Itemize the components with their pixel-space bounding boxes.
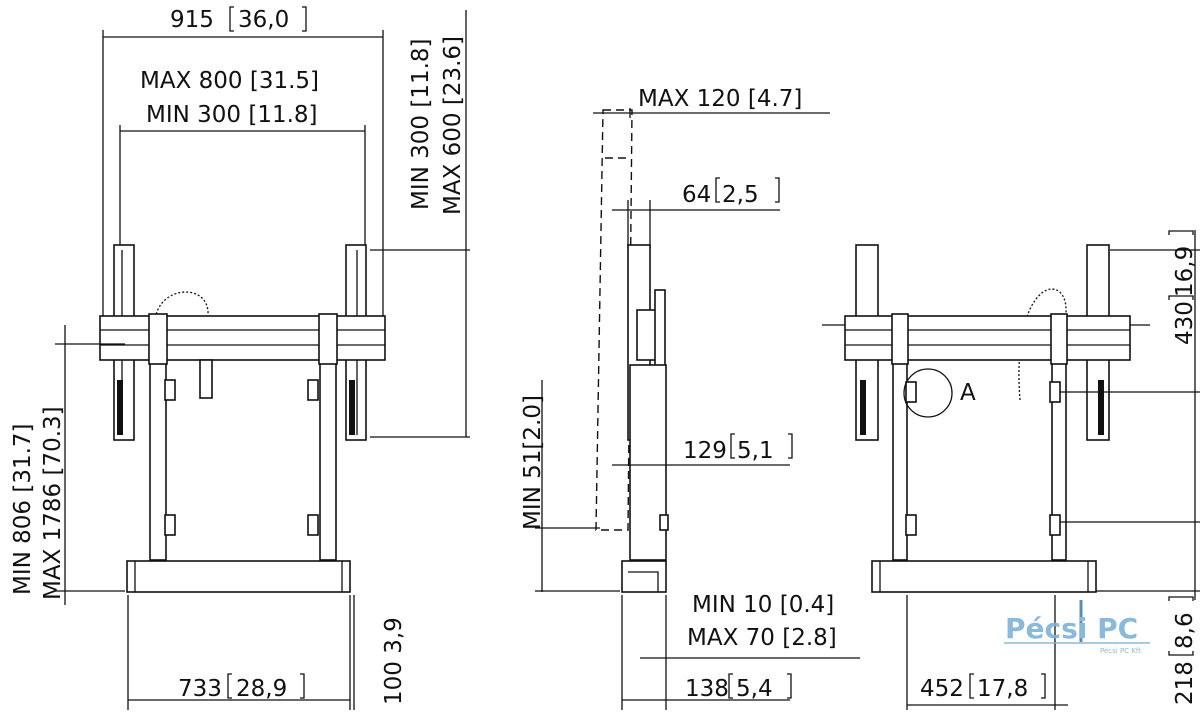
side-view: MAX 120 [4.7] 64 2,5 129 5,1 MIN 51[2.0]… bbox=[520, 86, 860, 710]
dim-vesa-min-width: MIN 300 [11.8] bbox=[146, 102, 318, 128]
dim-base-depth: 138 bbox=[685, 676, 729, 702]
dim-base-depth-in: 5,4 bbox=[736, 676, 773, 702]
dim-interface-depth-in: 2,5 bbox=[722, 182, 759, 208]
dim-upright-height: 430 bbox=[1172, 301, 1198, 345]
dim-wall-gap-max: MAX 70 [2.8] bbox=[687, 625, 837, 651]
watermark-subtext: Pécsi PC Kft. bbox=[1100, 647, 1143, 655]
dim-lower-height: 218 bbox=[1172, 661, 1198, 705]
dim-interface-depth: 64 bbox=[682, 182, 711, 208]
dim-floor-clearance-min: MIN 51[2.0] bbox=[520, 395, 546, 530]
dim-column-depth-in: 5,1 bbox=[737, 438, 774, 464]
dim-base-height: 100 3,9 bbox=[381, 617, 407, 705]
front-view: 915 36,0 MAX 800 [31.5] MIN 300 [11.8] M… bbox=[10, 6, 470, 710]
dim-upright-height-in: 16,9 bbox=[1172, 246, 1198, 297]
dim-tilt-max: MAX 120 [4.7] bbox=[638, 86, 802, 112]
detail-a-label: A bbox=[960, 380, 976, 406]
dim-column-spacing-in: 17,8 bbox=[977, 676, 1028, 702]
dim-overall-width-in: 36,0 bbox=[238, 7, 289, 33]
dim-column-depth: 129 bbox=[683, 438, 727, 464]
detail-a-circle bbox=[903, 368, 953, 418]
dim-base-width-in: 28,9 bbox=[236, 676, 287, 702]
watermark-text: Pécsi PC bbox=[1005, 612, 1138, 645]
dim-lower-height-in: 8,6 bbox=[1172, 612, 1198, 649]
dim-column-spacing: 452 bbox=[920, 676, 964, 702]
dim-wall-gap-min: MIN 10 [0.4] bbox=[692, 592, 834, 618]
dim-overall-width: 915 bbox=[170, 7, 214, 33]
dim-vesa-max-width: MAX 800 [31.5] bbox=[140, 68, 319, 94]
dim-height-max: MAX 1786 [70.3] bbox=[40, 406, 66, 600]
dim-vesa-max-height: MAX 600 [23.6] bbox=[440, 36, 466, 215]
dim-height-min: MIN 806 [31.7] bbox=[10, 423, 36, 595]
watermark-logo: Pécsi PC Pécsi PC Kft. bbox=[1004, 600, 1150, 655]
dim-vesa-min-height: MIN 300 [11.8] bbox=[408, 38, 434, 210]
rear-view: A 430 16,9 218 8,6 452 17,8 bbox=[822, 230, 1200, 710]
dim-base-width: 733 bbox=[178, 676, 222, 702]
